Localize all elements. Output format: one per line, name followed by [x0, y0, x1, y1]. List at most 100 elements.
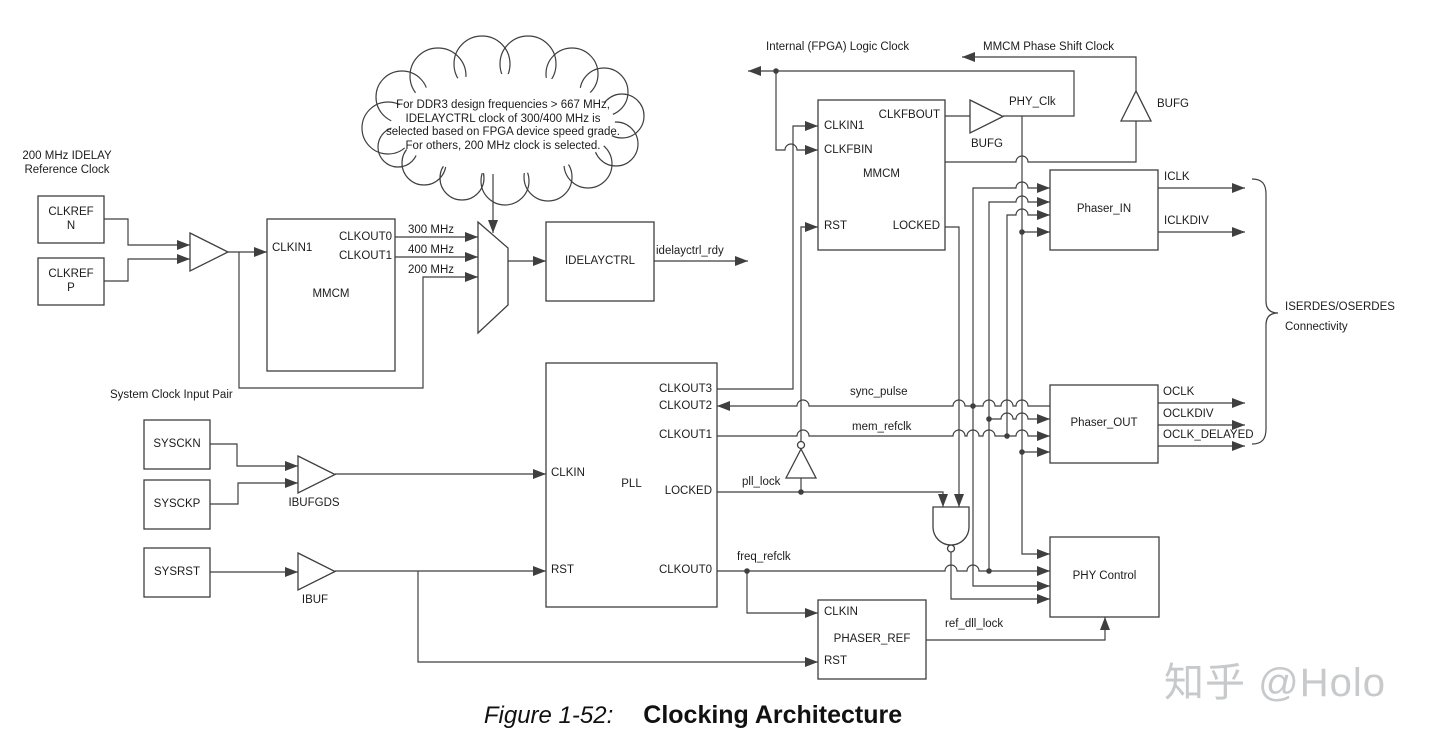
wire-inverter-mmcm-rst [800, 222, 818, 442]
wire-freq-phaserout [989, 412, 1050, 424]
label-freq-refclk: freq_refclk [737, 551, 791, 563]
system-clock-pair-label: System Clock Input Pair [110, 389, 233, 401]
block-clkref-p [37, 257, 105, 306]
label-200mhz: 200 MHz [407, 264, 455, 276]
mmcm2-port-locked: LOCKED [892, 220, 940, 232]
label-oclk: OCLK [1163, 386, 1195, 398]
and-gate-bubble [946, 544, 956, 553]
iserdes-label-line2: Connectivity [1285, 321, 1348, 333]
mmcm1-port-clkout1: CLKOUT1 [338, 250, 392, 262]
label-oclkdiv: OCLKDIV [1163, 408, 1214, 420]
pll-port-clkout2: CLKOUT2 [658, 400, 712, 412]
pll-port-clkin: CLKIN [551, 467, 585, 479]
cloud-note: For DDR3 design frequencies > 667 MHz, I… [386, 99, 620, 152]
ibufgds-buffer-icon [297, 454, 337, 495]
wire-ps-clock-out [962, 52, 1137, 91]
and-gate-icon [932, 506, 970, 546]
wire-clkout3-clkin1 [717, 121, 818, 390]
wire-clkrefp [104, 254, 190, 282]
label-pll-lock: pll_lock [742, 476, 781, 488]
junction-dots [744, 68, 1025, 574]
phaser-ref-name: PHASER_REF [833, 632, 911, 645]
ibufgds-label: IBUFGDS [288, 497, 340, 509]
wire-sync-phyctrl [972, 406, 1050, 591]
idelay-ref-clock-label: 200 MHz IDELAY Reference Clock [22, 150, 112, 176]
block-sysrst [143, 547, 211, 598]
mmcm-ps-clock-label: MMCM Phase Shift Clock [983, 41, 1115, 53]
wire-clkfbin-feedback [775, 71, 818, 155]
wire-phyclk-dist [1021, 116, 1050, 559]
label-ref-dll-lock: ref_dll_lock [945, 618, 1004, 630]
mmcm2-port-clkin1: CLKIN1 [824, 120, 865, 132]
sysckp-label: SYSCKP [153, 497, 201, 510]
phaser-out-name: Phaser_OUT [1070, 417, 1138, 430]
wire-200mhz-bypass [238, 252, 478, 389]
mmcm1-port-clkout0: CLKOUT0 [338, 231, 392, 243]
block-phaser-ref [817, 599, 927, 680]
label-iclk: ICLK [1164, 171, 1190, 183]
block-phy-control [1049, 536, 1160, 618]
block-mmcm2 [817, 99, 946, 251]
inverter-bubble [796, 440, 806, 450]
ibuf-buffer-icon [297, 551, 337, 592]
wire-sysckp [210, 478, 298, 505]
watermark: 知乎 @Holo [1164, 661, 1386, 705]
sysrst-label: SYSRST [153, 565, 200, 578]
ibuf-label: IBUF [301, 594, 329, 606]
block-phaser-in [1049, 169, 1159, 251]
phaser-in-name: Phaser_IN [1076, 203, 1132, 216]
bufg2-buffer-icon [1119, 89, 1153, 122]
block-clkref-n [37, 195, 105, 244]
figure-title: Clocking Architecture [643, 701, 903, 729]
wire-ref-dll-lock [926, 617, 1110, 641]
mmcm2-port-rst: RST [824, 220, 847, 232]
wire-layer [37, 35, 1279, 680]
wire-sysrst-phaserref [417, 571, 818, 667]
phy-control-name: PHY Control [1072, 570, 1137, 583]
wire-pll-lock [717, 491, 948, 507]
pll-port-clkout3: CLKOUT3 [658, 383, 712, 395]
mmcm2-port-clkfbin: CLKFBIN [824, 144, 873, 156]
block-sysckn [143, 419, 211, 470]
phaser-ref-port-rst: RST [824, 655, 847, 667]
wire-sync-pulse [717, 399, 1050, 411]
label-mem-refclk: mem_refclk [852, 421, 912, 433]
iserdes-brace [1251, 178, 1279, 445]
mux-icon [477, 220, 509, 335]
cloud-shape [361, 35, 645, 206]
clkref-p-label: CLKREF P [48, 267, 94, 294]
label-400mhz: 400 MHz [407, 244, 455, 256]
wire-sysckn [210, 443, 298, 471]
block-pll [545, 362, 718, 608]
wire-mmcm-ps [945, 121, 1137, 163]
wire-freq-phaserref [746, 571, 818, 618]
label-sync-pulse: sync_pulse [850, 386, 908, 398]
wire-and-phy [950, 552, 1050, 604]
idelayctrl-name: IDELAYCTRL [564, 254, 636, 267]
wire-mem-phaserin [1006, 208, 1050, 436]
pll-port-locked: LOCKED [664, 485, 712, 497]
figure-caption: Figure 1-52: Clocking Architecture [0, 701, 1386, 730]
wire-freq-refclk [717, 564, 1050, 576]
internal-logic-clock-label: Internal (FPGA) Logic Clock [766, 41, 910, 53]
mmcm1-port-clkin1: CLKIN1 [272, 242, 313, 254]
bufg1-buffer-icon [969, 98, 1005, 135]
mmcm1-name: MMCM [312, 288, 350, 301]
clkref-n-label: CLKREF N [48, 205, 94, 232]
block-phaser-out [1049, 384, 1159, 464]
iserdes-label-line1: ISERDES/OSERDES [1285, 301, 1395, 313]
label-iclkdiv: ICLKDIV [1164, 215, 1209, 227]
mmcm2-port-clkfbout: CLKFBOUT [878, 109, 940, 121]
label-oclk-delayed: OCLK_DELAYED [1163, 429, 1254, 441]
phaser-ref-port-clkin: CLKIN [824, 606, 858, 618]
wire-sync-phaserin [972, 181, 1050, 406]
pll-port-clkout0: CLKOUT0 [658, 564, 712, 576]
clkref-buffer-icon [189, 231, 230, 273]
block-mmcm1 [266, 218, 396, 372]
block-sysckp [143, 479, 211, 530]
wire-freq-phaserin [988, 195, 1050, 419]
figure-number: Figure 1-52: [483, 702, 614, 729]
pll-name: PLL [621, 478, 642, 491]
wire-mmcm-locked [945, 226, 964, 507]
